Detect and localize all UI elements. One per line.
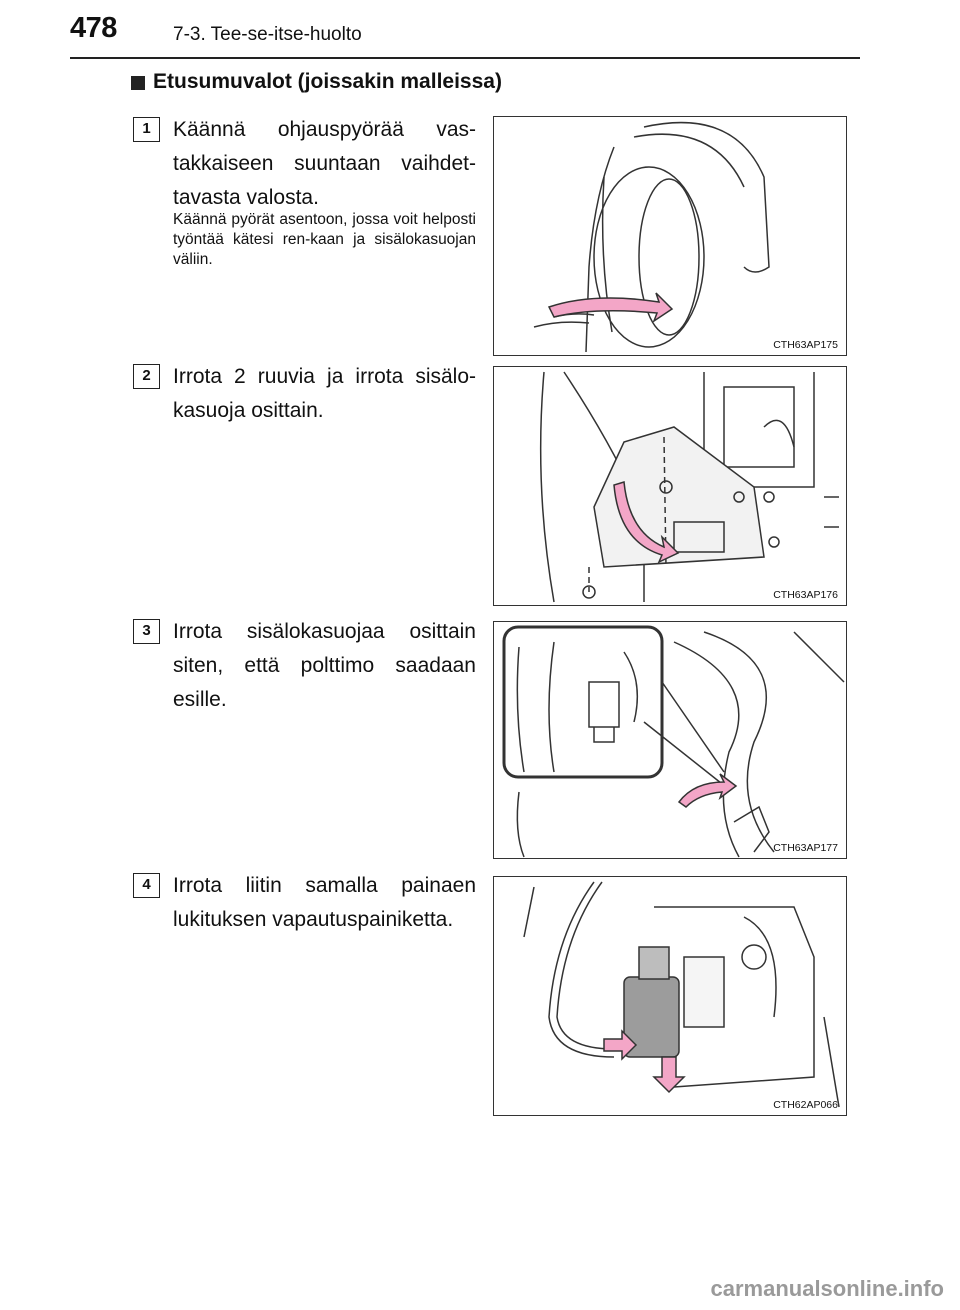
step-3-text: Irrota sisälokasuojaa osittain siten, et… [173, 620, 476, 711]
figure-code: CTH63AP177 [773, 842, 838, 854]
wheel-illustration [533, 121, 770, 353]
chapter-title: 7-3. Tee-se-itse-huolto [173, 24, 362, 45]
step-2-text: Irrota 2 ruuvia ja irrota sisälo-kasuoja… [173, 365, 476, 422]
zoom-inset [502, 625, 664, 779]
figure-step-1: CTH63AP175 [493, 116, 847, 356]
figure-code: CTH63AP176 [773, 589, 838, 601]
rotate-arrow-icon [547, 292, 674, 323]
figure-step-4: CTH62AP066 [493, 876, 847, 1116]
step-number-4: 4 [133, 873, 160, 898]
section-title-text: Etusumuvalot (joissakin malleissa) [153, 70, 502, 93]
push-arrow-icon [677, 773, 738, 808]
pull-down-arrow-icon [652, 1056, 686, 1094]
connector-illustration [523, 881, 840, 1108]
step-1-text: Käännä ohjauspyörää vas-takkaiseen suunt… [173, 118, 476, 209]
step-number-3: 3 [133, 619, 160, 644]
inner-fender-illustration [539, 371, 839, 603]
figure-code: CTH62AP066 [773, 1099, 838, 1111]
figure-code: CTH63AP175 [773, 339, 838, 351]
press-arrow-icon [603, 1029, 638, 1061]
step-number-2: 2 [133, 364, 160, 389]
watermark-text: carmanualsonline.info [710, 1276, 945, 1301]
pull-arrow-icon [613, 481, 680, 564]
step-4-text: Irrota liitin samalla painaen lukituksen… [173, 874, 476, 931]
section-title: Etusumuvalot (joissakin malleissa) [131, 70, 502, 94]
bulb-access-illustration [502, 625, 845, 858]
figure-step-2: CTH63AP176 [493, 366, 847, 606]
figure-step-3: CTH63AP177 [493, 621, 847, 859]
header-divider [70, 57, 860, 59]
page-number: 478 [70, 12, 117, 44]
step-number-1: 1 [133, 117, 160, 142]
square-bullet-icon [131, 76, 145, 90]
step-1-note: Käännä pyörät asentoon, jossa voit helpo… [173, 211, 476, 268]
